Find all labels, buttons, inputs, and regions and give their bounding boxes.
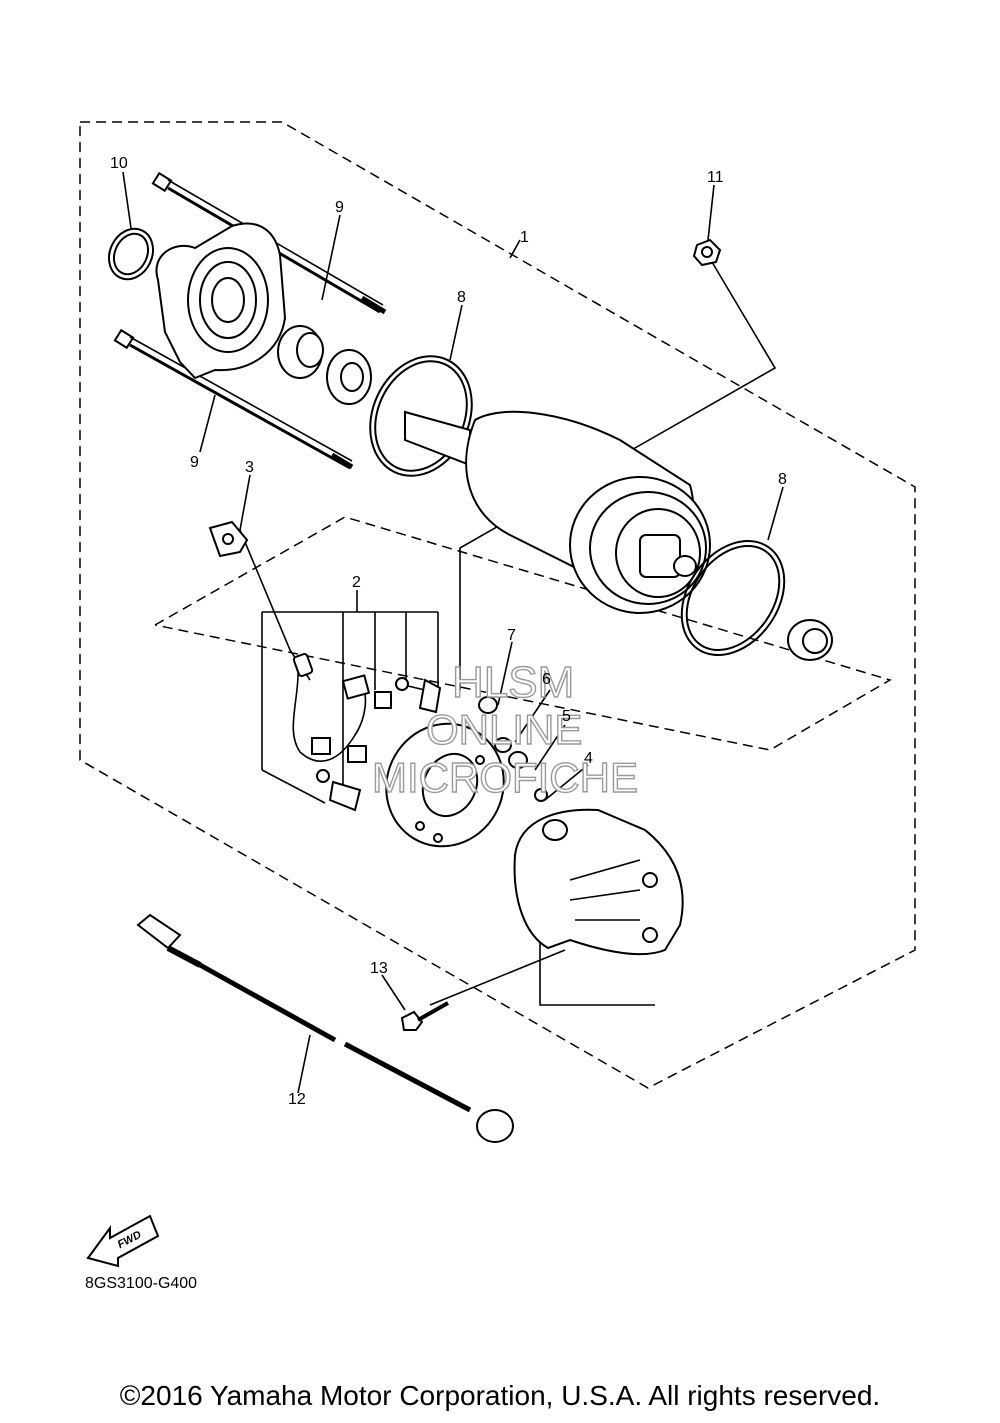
brush-plate bbox=[385, 722, 505, 848]
callout-1: 1 bbox=[520, 229, 529, 246]
callout-4: 4 bbox=[584, 750, 593, 767]
watermark: HLSM ONLINE MICROFICHE bbox=[371, 657, 638, 801]
callout-10: 10 bbox=[110, 155, 128, 172]
o-ring-8-lower bbox=[680, 540, 786, 656]
nut-11 bbox=[692, 238, 722, 267]
callout-8-lower: 8 bbox=[778, 471, 787, 488]
watermark-line-2: ONLINE bbox=[426, 706, 582, 753]
fwd-arrow-icon: FWD bbox=[86, 1214, 160, 1268]
callout-8-upper: 8 bbox=[457, 289, 466, 306]
terminal-3 bbox=[208, 520, 249, 558]
callout-9-lower: 9 bbox=[190, 454, 199, 471]
watermark-line-1: HLSM bbox=[452, 658, 574, 707]
bearing bbox=[277, 325, 324, 379]
o-ring-10 bbox=[108, 227, 154, 281]
brush-holder-assembly bbox=[292, 653, 442, 812]
washer-7 bbox=[478, 696, 498, 714]
assembly-boundary bbox=[79, 121, 916, 1089]
lead-wire-12 bbox=[136, 913, 514, 1143]
armature-yoke bbox=[404, 410, 711, 614]
inner-plane bbox=[154, 516, 892, 751]
callouts: 10 9 1 11 8 9 8 3 2 7 6 5 4 13 12 bbox=[110, 155, 787, 1108]
watermark-line-3: MICROFICHE bbox=[372, 754, 638, 801]
callout-5: 5 bbox=[562, 708, 571, 725]
callout-6: 6 bbox=[542, 671, 551, 688]
rear-bushing bbox=[787, 619, 833, 661]
rear-cover bbox=[513, 808, 684, 956]
callout-3: 3 bbox=[245, 459, 254, 476]
bolt-13 bbox=[400, 1001, 449, 1031]
washer-5 bbox=[508, 751, 528, 769]
callout-9-upper: 9 bbox=[335, 199, 344, 216]
diagram-code: 8GS3100-G400 bbox=[85, 1275, 197, 1292]
copyright-notice: ©2016 Yamaha Motor Corporation, U.S.A. A… bbox=[119, 1380, 881, 1411]
callout-7: 7 bbox=[507, 627, 516, 644]
washer-4 bbox=[534, 788, 548, 802]
washer-6 bbox=[494, 737, 512, 753]
through-bolt-9-lower bbox=[113, 328, 354, 470]
callout-13: 13 bbox=[370, 960, 388, 977]
callout-11: 11 bbox=[707, 169, 724, 186]
callout-12: 12 bbox=[288, 1091, 306, 1108]
oil-seal bbox=[326, 349, 372, 405]
front-cover bbox=[155, 222, 287, 380]
callout-2: 2 bbox=[352, 574, 361, 591]
